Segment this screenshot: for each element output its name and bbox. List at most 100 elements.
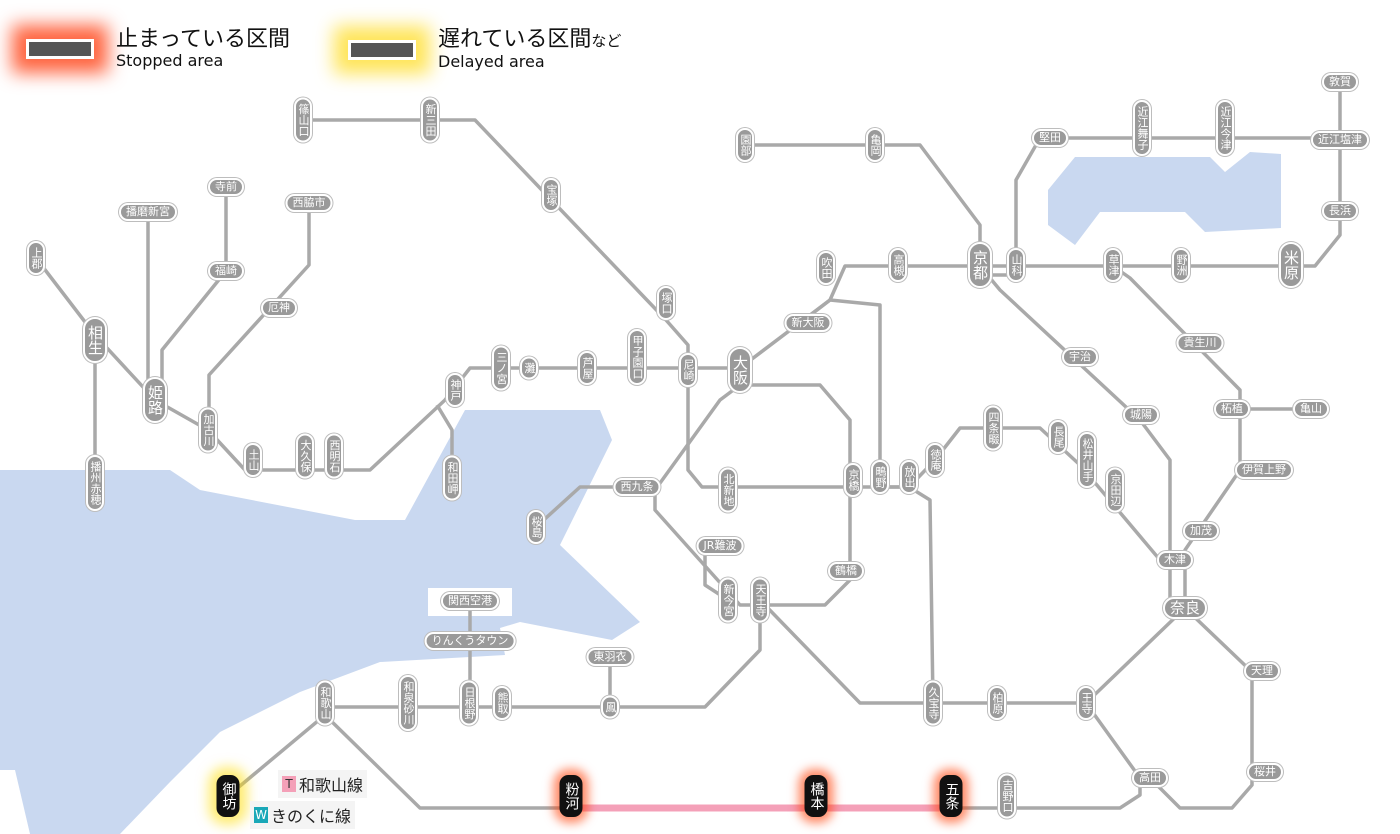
- station-normal[interactable]: 長尾: [1049, 420, 1067, 454]
- station-normal[interactable]: 三ノ宮: [492, 345, 510, 391]
- rail-line-9: [1014, 136, 1340, 266]
- station-normal[interactable]: 草津: [1104, 248, 1122, 282]
- rail-line-12: [978, 264, 1172, 608]
- station-normal[interactable]: 土山: [244, 443, 262, 477]
- line-legend-wakayama: T 和歌山線: [278, 770, 368, 798]
- station-normal[interactable]: 甲子園口: [628, 329, 646, 385]
- station-normal[interactable]: 山科: [1007, 248, 1025, 282]
- station-normal[interactable]: りんくうタウン: [424, 632, 516, 650]
- station-normal[interactable]: 京田辺: [1106, 467, 1124, 513]
- station-normal[interactable]: 鴫野: [871, 460, 889, 494]
- rail-line-0: [303, 118, 909, 489]
- station-normal[interactable]: 近江塩津: [1311, 131, 1369, 149]
- station-normal[interactable]: 熊取: [493, 686, 511, 720]
- station-normal[interactable]: 日根野: [460, 680, 478, 726]
- station-normal[interactable]: 新三田: [421, 97, 439, 143]
- legend-stopped-en: Stopped area: [116, 51, 224, 70]
- station-normal[interactable]: 篠山口: [294, 97, 312, 143]
- delayed-swatch: [348, 39, 416, 60]
- station-normal[interactable]: 近江今津: [1216, 100, 1234, 156]
- station-stopped[interactable]: 橋本: [804, 775, 828, 817]
- station-normal[interactable]: 和泉砂川: [399, 675, 417, 731]
- station-normal[interactable]: 亀山: [1293, 400, 1329, 418]
- station-normal[interactable]: 塚口: [657, 286, 675, 320]
- station-normal[interactable]: 高槻: [889, 248, 907, 282]
- station-normal[interactable]: 西九条: [613, 478, 661, 496]
- legend-stopped: 止まっている区間 Stopped area: [26, 28, 290, 70]
- station-normal[interactable]: 神戸: [446, 373, 464, 407]
- station-normal[interactable]: 上郡: [27, 241, 45, 275]
- station-normal[interactable]: JR難波: [696, 537, 744, 555]
- station-normal[interactable]: 芦屋: [578, 351, 596, 385]
- station-normal[interactable]: 吹田: [817, 251, 835, 285]
- station-normal[interactable]: 奈良: [1162, 597, 1208, 619]
- station-normal[interactable]: 京都: [968, 242, 992, 288]
- station-normal[interactable]: 伊賀上野: [1235, 461, 1293, 479]
- station-normal[interactable]: 京橋: [844, 463, 862, 497]
- station-normal[interactable]: 相生: [83, 317, 107, 363]
- station-normal[interactable]: 天理: [1244, 662, 1280, 680]
- station-normal[interactable]: 四条畷: [984, 405, 1002, 451]
- station-normal[interactable]: 鳳: [601, 695, 619, 719]
- station-normal[interactable]: 桜井: [1247, 763, 1283, 781]
- station-normal[interactable]: 久宝寺: [924, 680, 942, 726]
- station-normal[interactable]: 天王寺: [751, 577, 769, 623]
- station-normal[interactable]: 亀岡: [866, 128, 884, 162]
- station-normal[interactable]: 新今宮: [719, 577, 737, 623]
- station-normal[interactable]: 園部: [736, 128, 754, 162]
- station-normal[interactable]: 王寺: [1077, 686, 1095, 720]
- station-normal[interactable]: 米原: [1279, 242, 1303, 288]
- rail-line-25: [226, 713, 327, 798]
- station-normal[interactable]: 宇治: [1062, 348, 1098, 366]
- station-normal[interactable]: 加古川: [199, 407, 217, 453]
- legend-delayed: 遅れている区間など Delayed area: [348, 28, 621, 71]
- station-normal[interactable]: 敦賀: [1322, 73, 1358, 91]
- station-normal[interactable]: 長浜: [1322, 202, 1358, 220]
- station-normal[interactable]: 新大阪: [784, 314, 832, 332]
- station-normal[interactable]: 柘植: [1214, 400, 1250, 418]
- station-stopped[interactable]: 粉河: [559, 775, 583, 817]
- station-normal[interactable]: 加茂: [1183, 522, 1219, 540]
- station-stopped[interactable]: 五条: [939, 775, 963, 817]
- station-normal[interactable]: 宝塚: [542, 178, 560, 212]
- lake-biwa: [1048, 152, 1281, 245]
- station-normal[interactable]: 福崎: [208, 262, 244, 280]
- line-legend-kinokuni: W きのくに線: [250, 801, 356, 829]
- station-normal[interactable]: 徳庵: [926, 443, 944, 477]
- station-normal[interactable]: 放出: [900, 460, 918, 494]
- station-normal[interactable]: 東羽衣: [586, 648, 634, 666]
- station-normal[interactable]: 近江舞子: [1133, 100, 1151, 156]
- station-normal[interactable]: 和田岬: [443, 455, 461, 501]
- station-normal[interactable]: 貴生川: [1176, 334, 1224, 352]
- station-normal[interactable]: 野洲: [1172, 248, 1190, 282]
- station-normal[interactable]: 寺前: [208, 178, 244, 196]
- station-normal[interactable]: 松井山手: [1078, 432, 1096, 488]
- station-normal[interactable]: 高田: [1132, 769, 1168, 787]
- legend-delayed-en: Delayed area: [438, 52, 545, 71]
- station-normal[interactable]: 尼崎: [679, 353, 697, 387]
- station-normal[interactable]: 播磨新宮: [119, 203, 177, 221]
- station-normal[interactable]: 柏原: [988, 686, 1006, 720]
- station-normal[interactable]: 西明石: [325, 433, 343, 479]
- station-normal[interactable]: 木津: [1157, 551, 1193, 569]
- station-normal[interactable]: 播州赤穂: [86, 455, 104, 511]
- station-normal[interactable]: 西脇市: [285, 194, 333, 212]
- station-normal[interactable]: 北新地: [719, 467, 737, 513]
- rail-line-4: [160, 187, 228, 400]
- station-normal[interactable]: 桜島: [527, 510, 545, 544]
- station-normal[interactable]: 姫路: [143, 377, 167, 423]
- station-delayed[interactable]: 御坊: [216, 775, 240, 817]
- station-normal[interactable]: 厄神: [261, 299, 297, 317]
- station-normal[interactable]: 和歌山: [316, 680, 334, 726]
- line-badge-t: T: [282, 776, 296, 792]
- station-normal[interactable]: 吉野口: [998, 773, 1016, 819]
- station-normal[interactable]: 関西空港: [441, 592, 499, 610]
- station-normal[interactable]: 灘: [520, 356, 538, 380]
- station-normal[interactable]: 鶴橋: [828, 562, 864, 580]
- station-normal[interactable]: 城陽: [1123, 406, 1159, 424]
- station-normal[interactable]: 堅田: [1032, 129, 1068, 147]
- station-normal[interactable]: 大阪: [728, 347, 752, 393]
- station-normal[interactable]: 大久保: [296, 433, 314, 479]
